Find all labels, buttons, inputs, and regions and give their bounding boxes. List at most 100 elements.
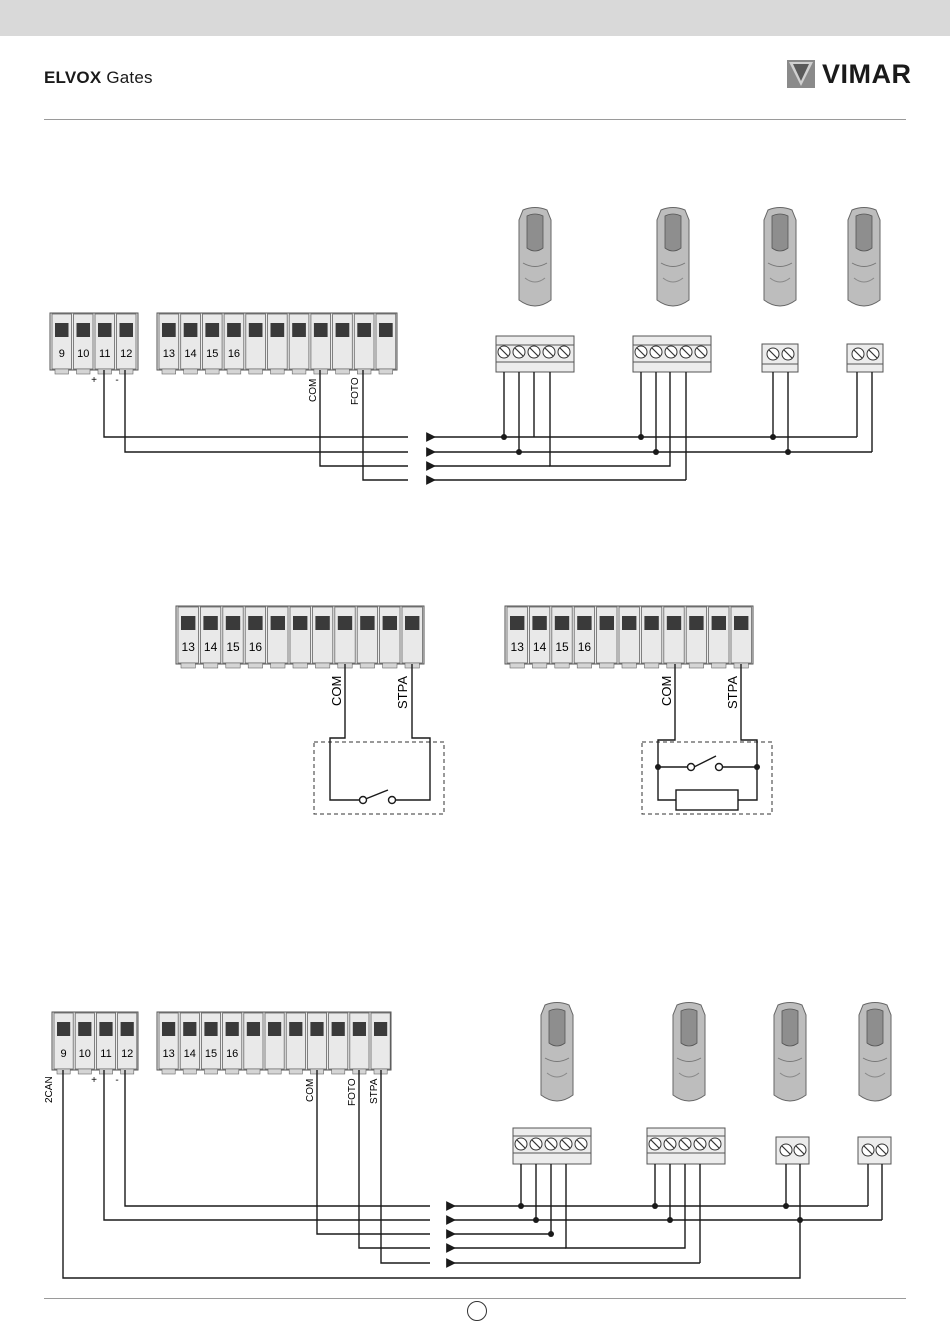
diagram-3: 9101112 13141516 2CAN + - COM FOTO STPA [44, 1003, 891, 1279]
terminal-number: 12 [121, 1048, 133, 1060]
stpa-switch-circuit [330, 664, 430, 804]
terminal-number: 14 [533, 640, 547, 654]
terminal-number: 9 [61, 1048, 67, 1060]
stpa-label: STPA [369, 1078, 380, 1104]
terminal: 13 [178, 607, 198, 668]
terminal-number: 10 [79, 1048, 91, 1060]
terminal [354, 314, 374, 374]
plus-label: + [91, 375, 97, 386]
photocell-icon [519, 208, 551, 307]
terminal [312, 607, 332, 668]
terminal [311, 314, 331, 374]
photocell-icon [774, 1003, 806, 1102]
photocell-terminal-2 [762, 344, 798, 372]
terminal [709, 607, 729, 668]
terminal: 16 [574, 607, 594, 668]
terminal [357, 607, 377, 668]
terminal [290, 607, 310, 668]
terminal-number: 16 [249, 640, 263, 654]
plus-label: + [91, 1075, 97, 1086]
photocell-terminal-5 [496, 336, 574, 372]
terminal [246, 314, 266, 374]
photocell-terminal-5 [647, 1128, 725, 1164]
terminal: 10 [75, 1013, 94, 1074]
stpa-label: STPA [395, 676, 410, 709]
terminal: 13 [507, 607, 527, 668]
terminal-number: 15 [206, 348, 218, 360]
photocell-terminal-5 [513, 1128, 591, 1164]
terminal: 12 [118, 1013, 137, 1074]
minus-label: - [115, 1075, 118, 1086]
photocell-terminal-2 [847, 344, 883, 372]
photocell-terminal-2 [858, 1137, 891, 1164]
terminal-number: 16 [228, 348, 240, 360]
terminal [350, 1013, 369, 1074]
terminal-number: 16 [578, 640, 592, 654]
photocell-icon [657, 208, 689, 307]
terminal: 11 [96, 1013, 115, 1074]
terminal: 12 [117, 314, 137, 374]
photocell-icon [764, 208, 796, 307]
terminal: 16 [224, 314, 244, 374]
photocell-icon [673, 1003, 705, 1102]
2can-label: 2CAN [44, 1076, 55, 1103]
wires [63, 1070, 882, 1278]
terminal [286, 1013, 305, 1074]
terminal: 15 [201, 1013, 220, 1074]
terminal-block-9-12: 9 10 11 12 [50, 313, 138, 374]
terminal-number: 10 [77, 348, 89, 360]
terminal-number: 14 [184, 1048, 196, 1060]
terminal [402, 607, 422, 668]
terminal [329, 1013, 348, 1074]
terminal: 15 [202, 314, 222, 374]
stpa-label: STPA [725, 676, 740, 709]
terminal [371, 1013, 390, 1074]
photocell-icon [859, 1003, 891, 1102]
terminal-number: 9 [59, 348, 65, 360]
terminal: 13 [159, 1013, 178, 1074]
terminal [335, 607, 355, 668]
terminal: 14 [529, 607, 549, 668]
terminal-number: 12 [120, 348, 132, 360]
terminal: 14 [200, 607, 220, 668]
terminal-number: 11 [99, 348, 110, 360]
foto-label: FOTO [350, 377, 361, 405]
terminal: 14 [181, 314, 201, 374]
terminal-number: 13 [182, 640, 196, 654]
terminal: 11 [95, 314, 115, 374]
terminal [268, 314, 288, 374]
terminal-number: 13 [163, 348, 175, 360]
terminal: 15 [223, 607, 243, 668]
terminal [333, 314, 353, 374]
terminal [307, 1013, 326, 1074]
terminal [265, 1013, 284, 1074]
terminal-number: 16 [226, 1048, 238, 1060]
terminal [597, 607, 617, 668]
terminal-number: 15 [555, 640, 569, 654]
diagram-1: 9 10 11 12 13 14 15 16 + - COM FOTO [50, 208, 883, 481]
terminal-number: 15 [205, 1048, 217, 1060]
terminal-number: 14 [184, 348, 196, 360]
minus-label: - [115, 375, 118, 386]
terminal [376, 314, 396, 374]
terminal-block-13-24: 13 14 15 16 [157, 313, 397, 374]
terminal-number: 11 [100, 1048, 111, 1060]
terminal [619, 607, 639, 668]
photocell-icon [541, 1003, 573, 1102]
terminal [244, 1013, 263, 1074]
terminal: 9 [54, 1013, 73, 1074]
terminal-number: 13 [162, 1048, 174, 1060]
com-label: COM [329, 676, 344, 706]
terminal [268, 607, 288, 668]
terminal [380, 607, 400, 668]
com-label: COM [305, 1079, 316, 1102]
external-device-box [314, 742, 444, 814]
com-label: COM [308, 379, 319, 402]
terminal [289, 314, 309, 374]
terminal: 16 [223, 1013, 242, 1074]
terminal: 10 [74, 314, 94, 374]
terminal [731, 607, 751, 668]
terminal: 15 [552, 607, 572, 668]
